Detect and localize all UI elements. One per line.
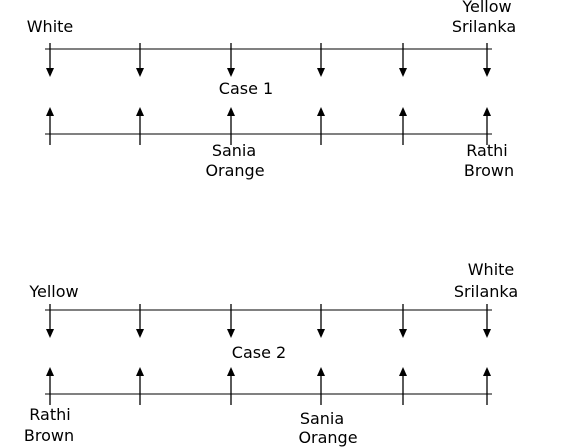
case-2-bottom-fourth-label-1: Sania <box>300 409 344 428</box>
case-1: Case 1 White Yellow Srilanka Sania Orang… <box>27 0 516 180</box>
up-arrow-icon <box>317 107 325 145</box>
up-arrow-icon <box>227 367 235 405</box>
case-1-bottom-third-label-1: Sania <box>212 141 256 160</box>
case-1-bottom-right-label-2: Brown <box>464 161 514 180</box>
down-arrow-icon <box>483 43 491 77</box>
case-1-bottom-row-arrows <box>46 107 491 145</box>
case-2-bottom-left-label-2: Brown <box>24 426 74 445</box>
down-arrow-icon <box>317 43 325 77</box>
case-2-bottom-fourth-label-2: Orange <box>298 428 357 447</box>
down-arrow-icon <box>399 43 407 77</box>
down-arrow-icon <box>227 43 235 77</box>
down-arrow-icon <box>399 304 407 338</box>
case-1-title: Case 1 <box>219 79 273 98</box>
down-arrow-icon <box>136 43 144 77</box>
case-1-top-right-label-2: Srilanka <box>452 17 516 36</box>
case-1-top-row-arrows <box>46 43 491 77</box>
down-arrow-icon <box>46 43 54 77</box>
up-arrow-icon <box>399 107 407 145</box>
case-1-top-right-label-1: Yellow <box>461 0 511 16</box>
up-arrow-icon <box>227 107 235 145</box>
case-1-bottom-right-label-1: Rathi <box>466 141 507 160</box>
down-arrow-icon <box>317 304 325 338</box>
up-arrow-icon <box>483 107 491 145</box>
case-2-bottom-row-arrows <box>46 367 491 405</box>
case-2-top-right-label-1: White <box>468 260 515 279</box>
up-arrow-icon <box>46 367 54 405</box>
case-2-top-left-label: Yellow <box>28 282 78 301</box>
up-arrow-icon <box>483 367 491 405</box>
down-arrow-icon <box>227 304 235 338</box>
up-arrow-icon <box>136 367 144 405</box>
down-arrow-icon <box>483 304 491 338</box>
case-1-bottom-third-label-2: Orange <box>205 161 264 180</box>
case-2-title: Case 2 <box>232 343 286 362</box>
case-2-top-right-label-2: Srilanka <box>454 282 518 301</box>
case-2-top-row-arrows <box>46 304 491 338</box>
up-arrow-icon <box>317 367 325 405</box>
case-2: Case 2 Yellow White Srilanka Rathi Brown… <box>24 260 518 447</box>
up-arrow-icon <box>399 367 407 405</box>
case-2-bottom-left-label-1: Rathi <box>29 405 70 424</box>
up-arrow-icon <box>136 107 144 145</box>
up-arrow-icon <box>46 107 54 145</box>
down-arrow-icon <box>46 304 54 338</box>
case-1-top-left-label: White <box>27 17 74 36</box>
down-arrow-icon <box>136 304 144 338</box>
